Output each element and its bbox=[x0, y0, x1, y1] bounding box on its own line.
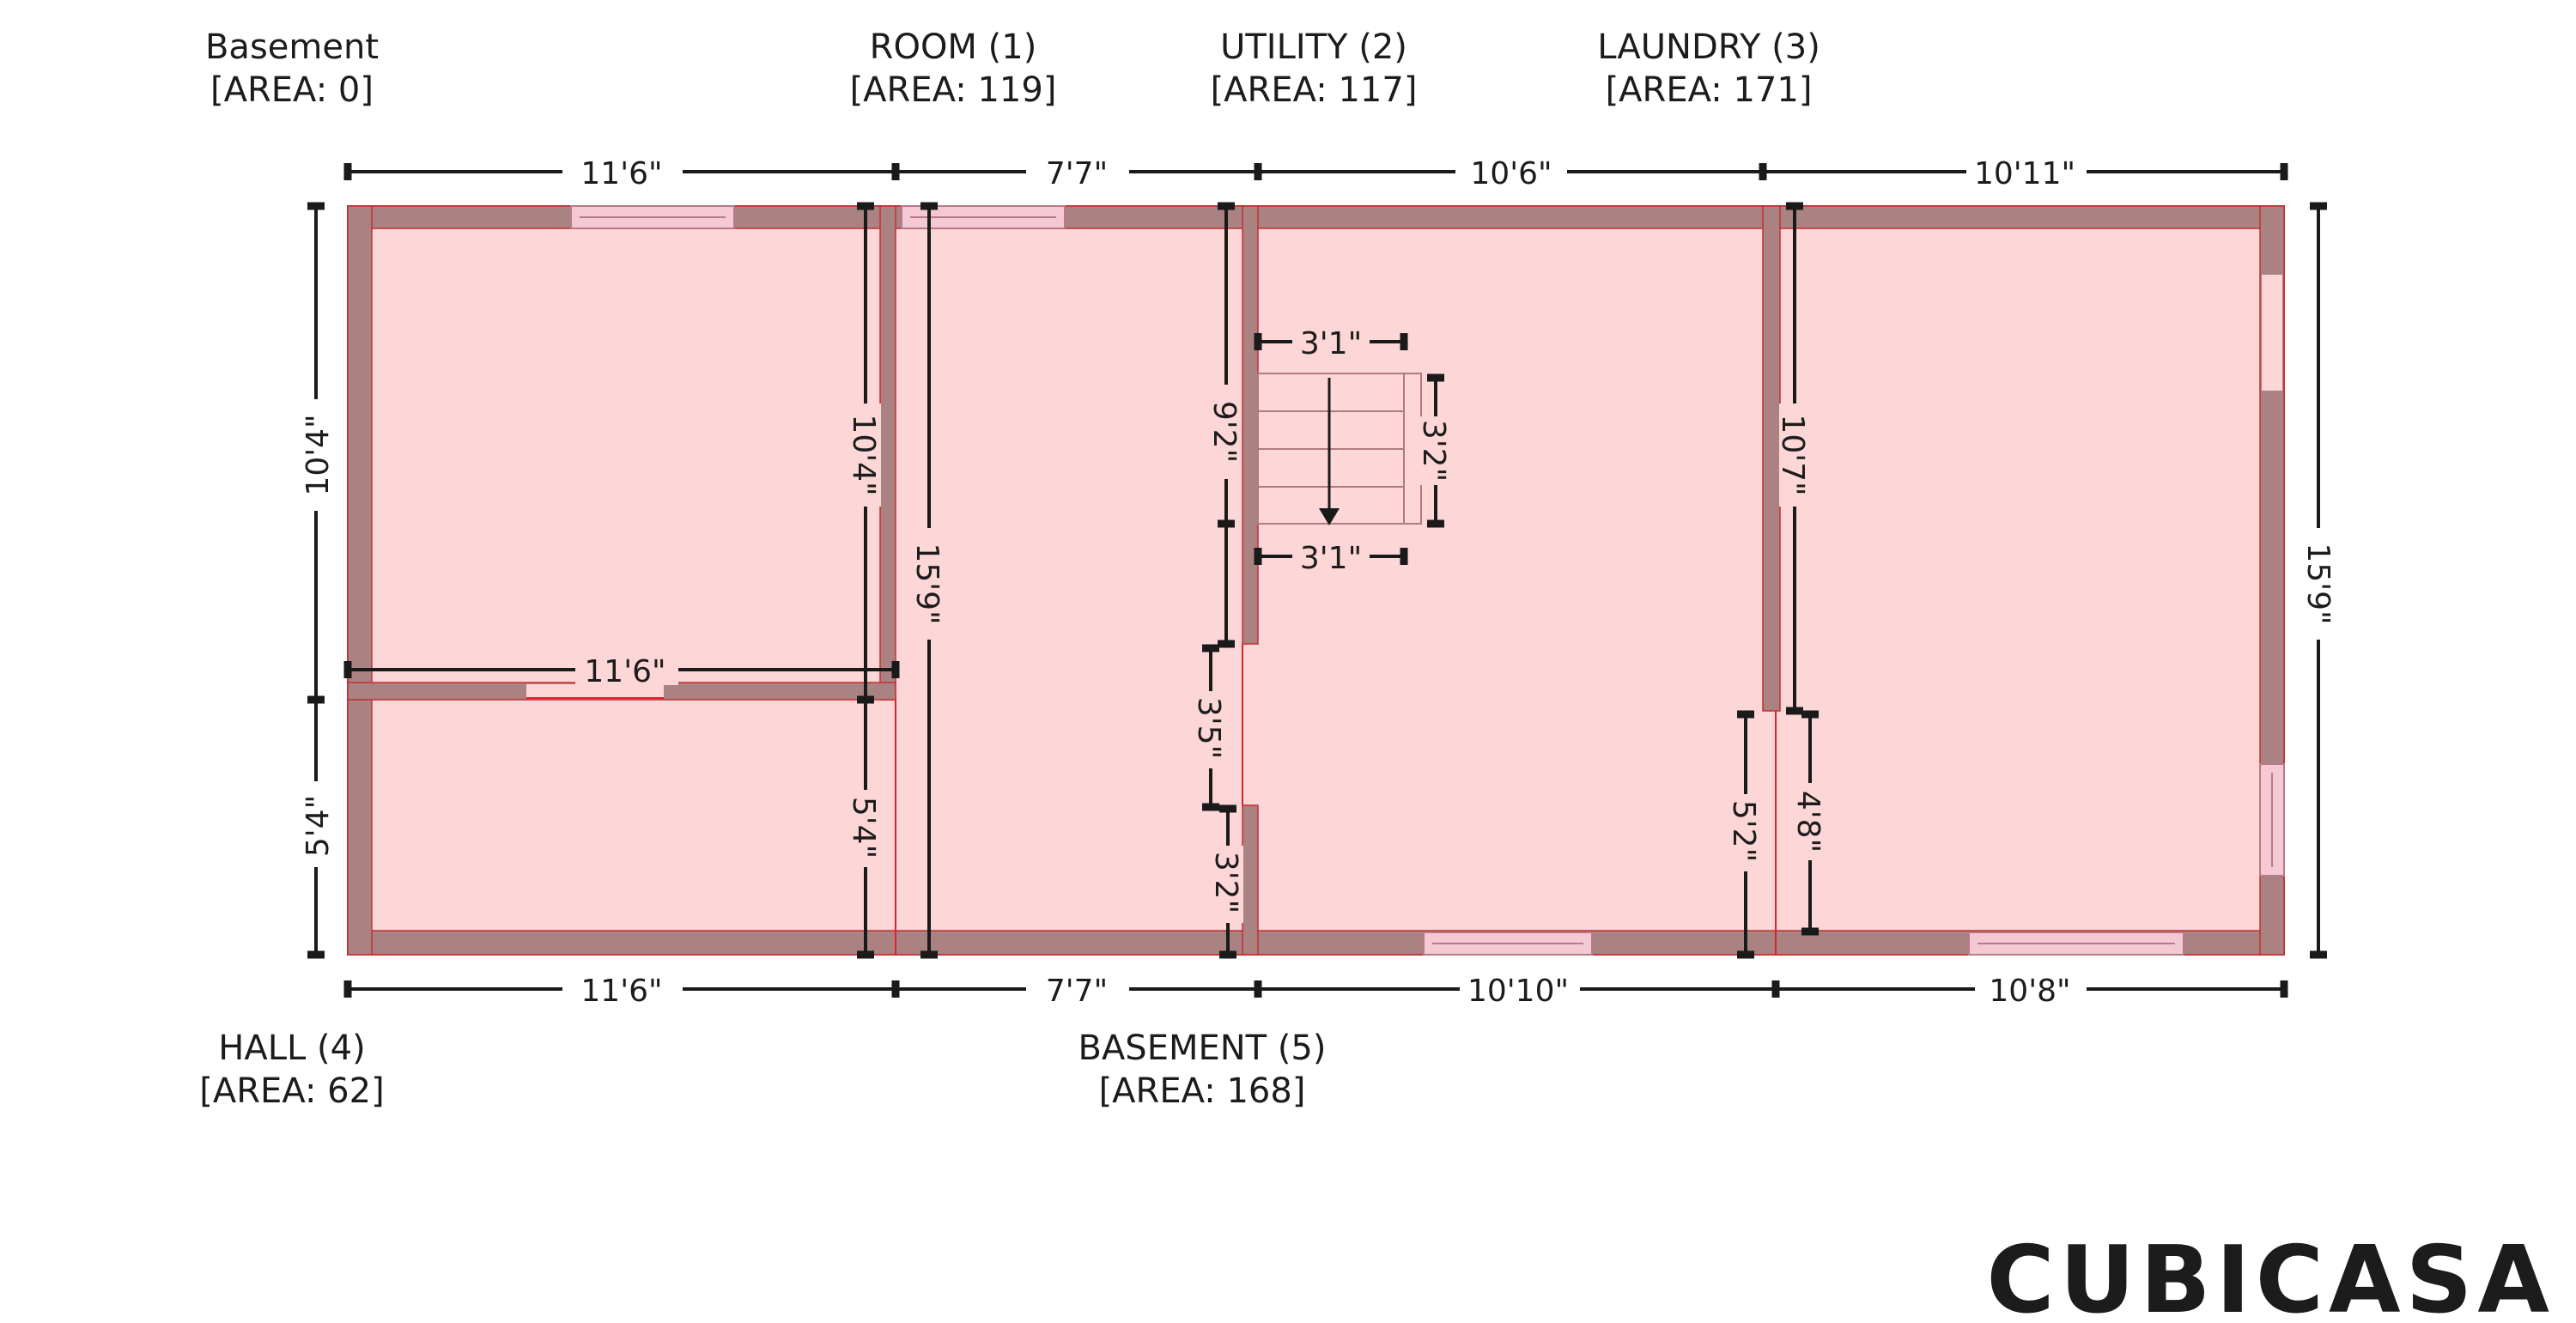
bottom-dim-2: 7'7" bbox=[1046, 974, 1108, 1009]
stair-arrow-icon bbox=[1319, 508, 1340, 525]
window-utility-bottom bbox=[1423, 932, 1593, 956]
room1-inner-height: 10'4" bbox=[846, 414, 881, 495]
right-dim: 15'9" bbox=[2300, 543, 2336, 624]
floor-outline bbox=[347, 205, 2285, 956]
basement5-area: [AREA: 168] bbox=[1099, 1071, 1306, 1111]
basement-full-height: 15'9" bbox=[909, 543, 945, 624]
top-dim-2: 7'7" bbox=[1046, 156, 1108, 191]
room1-area: [AREA: 119] bbox=[850, 70, 1057, 110]
stair-wall-mid: 3'5" bbox=[1191, 697, 1226, 759]
utility-left-wall-upper bbox=[1242, 205, 1259, 645]
stair-bottom-width: 3'1" bbox=[1300, 541, 1362, 576]
basement5-label: BASEMENT (5) bbox=[1078, 1029, 1327, 1068]
doors bbox=[526, 275, 2282, 699]
bottom-dim-1: 11'6" bbox=[580, 974, 662, 1009]
windows bbox=[570, 205, 2285, 956]
laundry3-label: LAUNDRY (3) bbox=[1597, 27, 1820, 67]
stair-top-width: 3'1" bbox=[1300, 326, 1362, 361]
window-laundry-bottom bbox=[1968, 932, 2184, 956]
room1-door bbox=[526, 684, 664, 698]
utility2-label: UTILITY (2) bbox=[1220, 27, 1407, 67]
basement-label: Basement bbox=[205, 27, 379, 67]
utility2-area: [AREA: 117] bbox=[1211, 70, 1418, 110]
bottom-dimension-line: 11'6" 7'7" 10'10" 10'8" bbox=[343, 974, 2288, 1009]
hall-inner-height: 5'4" bbox=[846, 797, 881, 859]
top-dim-3: 10'6" bbox=[1470, 156, 1552, 191]
stair-depth: 3'2" bbox=[1416, 420, 1451, 482]
laundry-right-door bbox=[2262, 275, 2282, 391]
watermark-logo: CUBICASA bbox=[1986, 1227, 2555, 1323]
room1-label: ROOM (1) bbox=[870, 27, 1037, 67]
left-dim-upper: 10'4" bbox=[301, 414, 336, 495]
stair-wall-upper: 9'2" bbox=[1206, 401, 1242, 463]
floor-areas bbox=[347, 205, 2285, 956]
window-laundry-right bbox=[2259, 763, 2285, 877]
top-dimension-line: 11'6" 7'7" 10'6" 10'11" bbox=[343, 156, 2288, 191]
room1-right-wall bbox=[879, 205, 896, 701]
top-dim-1: 11'6" bbox=[580, 156, 662, 191]
bottom-dim-3: 10'10" bbox=[1467, 974, 1569, 1009]
laundry3-area: [AREA: 171] bbox=[1606, 70, 1813, 110]
basement-area: [AREA: 0] bbox=[210, 70, 374, 110]
room1-inner-width: 11'6" bbox=[584, 654, 665, 689]
laundry-wall-lower-left: 5'2" bbox=[1726, 800, 1761, 862]
stair-wall-lower: 3'2" bbox=[1208, 852, 1243, 913]
window-room1-top bbox=[570, 205, 735, 229]
left-wall bbox=[347, 205, 373, 956]
laundry-wall-upper: 10'7" bbox=[1775, 414, 1810, 495]
left-dimension-line: 10'4" 5'4" bbox=[301, 202, 336, 959]
right-dimension-line: 15'9" bbox=[2300, 202, 2336, 959]
top-dim-4: 10'11" bbox=[1974, 156, 2075, 191]
inner-dimensions: 3'1" 3'1" 3'2" 10'4" 11'6" 5'4" bbox=[343, 202, 1826, 959]
utility-left-wall-lower bbox=[1242, 804, 1259, 956]
bottom-dim-4: 10'8" bbox=[1989, 974, 2070, 1009]
hall4-area: [AREA: 62] bbox=[199, 1071, 384, 1111]
hall4-label: HALL (4) bbox=[218, 1029, 365, 1068]
bottom-wall bbox=[347, 930, 2285, 956]
left-dim-lower: 5'4" bbox=[301, 795, 336, 857]
laundry-wall-lower-right: 4'8" bbox=[1790, 791, 1826, 853]
